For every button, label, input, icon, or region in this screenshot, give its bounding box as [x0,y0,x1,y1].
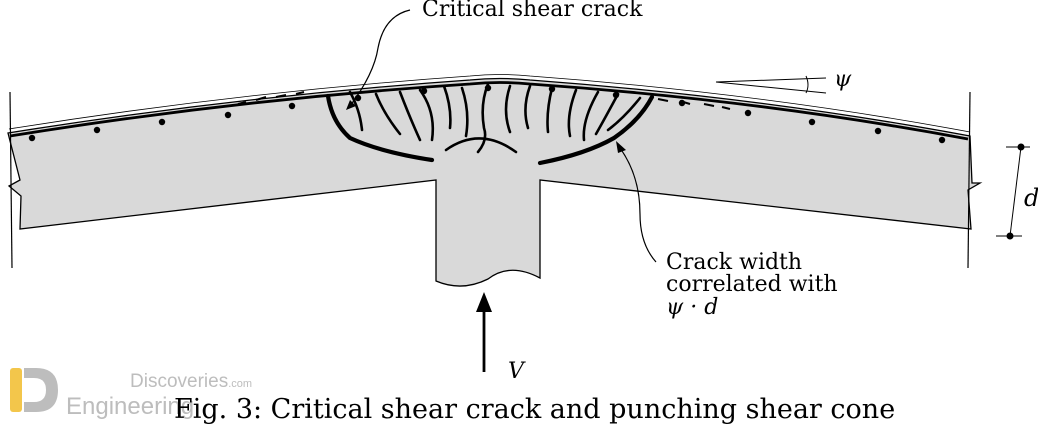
leader-critical-crack [349,9,411,107]
top-cover-line [8,74,971,133]
critical-shear-crack-left [325,93,435,163]
leader-crack-width [619,147,657,263]
flexural-cracks [237,91,731,110]
label-crack-width-line2: correlated with [666,272,838,297]
leader-crack-width-arrowhead [616,141,626,153]
rotation-indicator [715,75,827,94]
fan-cracks [348,82,642,154]
critical-shear-crack-right [537,94,655,166]
label-crack-width-line3: ψ · d [666,295,718,320]
section-break-lines [9,91,971,269]
label-psi: ψ [834,67,852,92]
label-d: d [1024,184,1038,212]
watermark-logo-icon [10,368,58,412]
label-critical-shear-crack: Critical shear crack [422,0,643,22]
label-crack-width-line1: Crack width [666,250,802,275]
watermark-site-bottom: Engineering [66,393,194,420]
depth-dimension-markers [1006,143,1025,240]
leader-critical-crack-arrowhead [346,100,356,110]
figure-caption: Fig. 3: Critical shear crack and punchin… [174,394,895,425]
watermark-site-top: Discoveries.com [130,371,252,392]
reinforcement-bar [9,81,969,141]
load-arrow [476,292,492,372]
label-v: V [508,359,526,384]
critical-shear-cracks [325,93,655,166]
slab-body [7,77,983,287]
